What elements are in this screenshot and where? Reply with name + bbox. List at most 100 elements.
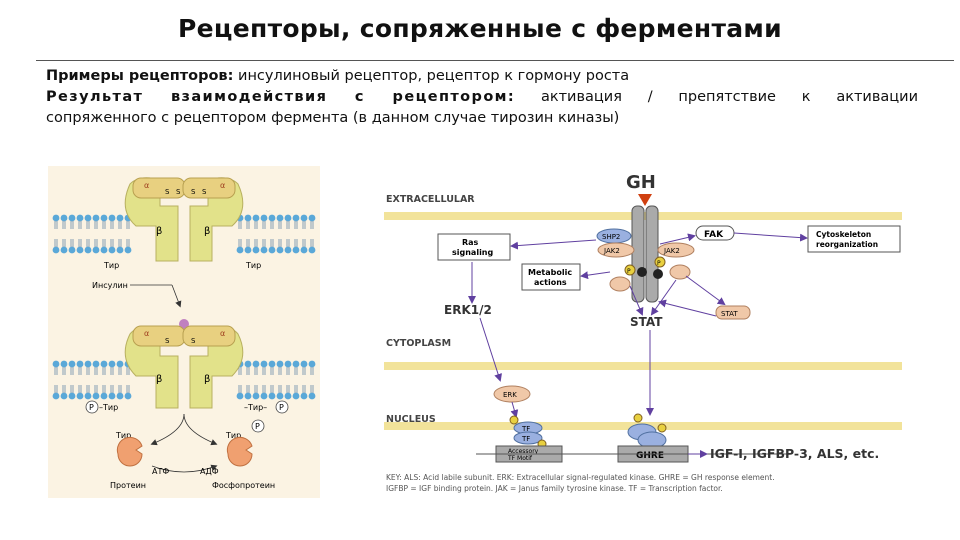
phosphoprotein-label: Фосфопротеин (212, 481, 275, 490)
lipid-head (124, 384, 132, 400)
lipid-head (276, 384, 284, 400)
nucleus-label: NUCLEUS (386, 414, 436, 425)
lipid-head (260, 384, 268, 400)
examples-value: инсулиновый рецептор, рецептор к гормону… (238, 68, 630, 84)
lipid-head (60, 238, 68, 254)
gh-arrow (638, 194, 652, 206)
lipid-head (300, 384, 308, 400)
receptor-inactive: α α S S S S β β Тир Тир (103, 177, 261, 270)
lipid-head (92, 214, 100, 230)
svg-text:β: β (204, 374, 210, 385)
lipid-head (108, 214, 116, 230)
lipid-head (252, 360, 260, 376)
lipid-head (76, 214, 84, 230)
svg-text:GHRE: GHRE (636, 451, 664, 461)
lipid-head (268, 384, 276, 400)
stat-small-node (715, 305, 751, 320)
svg-text:TF: TF (521, 425, 530, 433)
svg-text:Ras: Ras (462, 238, 479, 247)
svg-text:α: α (144, 329, 149, 338)
lipid-head (68, 214, 76, 230)
tyr-label: Тир (103, 261, 119, 270)
output-label: IGF-I, IGFBP-3, ALS, etc. (710, 446, 879, 461)
lipid-head (108, 360, 116, 376)
cytoskeleton-box (807, 225, 901, 253)
lipid-head (52, 384, 60, 400)
membrane-bottom (52, 360, 316, 400)
alpha-label: α (144, 181, 149, 190)
lipid-head (260, 238, 268, 254)
lipid-head (100, 384, 108, 400)
lipid-head (292, 214, 300, 230)
lipid-head (52, 360, 60, 376)
svg-text:α: α (220, 181, 225, 190)
lipid-head (308, 238, 316, 254)
receptor-active: α α S S β β P –Тир –Тир– P (85, 319, 289, 414)
svg-text:S: S (191, 188, 196, 196)
svg-text:actions: actions (534, 278, 567, 287)
lipid-head (92, 238, 100, 254)
lipid-head (300, 238, 308, 254)
lipid-head (292, 238, 300, 254)
lipid-head (276, 214, 284, 230)
lipid-head (252, 384, 260, 400)
svg-text:P: P (255, 422, 260, 431)
protein-label: Протеин (110, 481, 146, 490)
lipid-head (116, 238, 124, 254)
body-text: Примеры рецепторов: инсулиновый рецептор… (46, 66, 918, 129)
lipid-head (60, 360, 68, 376)
lipid-head (52, 214, 60, 230)
result-value-2: сопряженного с рецептором фермента (в да… (46, 110, 620, 126)
lipid-head (252, 238, 260, 254)
lipid-head (244, 238, 252, 254)
extracellular-label: EXTRACELLULAR (386, 194, 475, 205)
gh-signaling-svg: EXTRACELLULAR CYTOPLASM NUCLEUS GH SHP2 … (384, 172, 902, 493)
lipid-head (60, 214, 68, 230)
insulin-molecule (179, 319, 189, 329)
svg-text:S: S (202, 188, 207, 196)
lipid-head (244, 214, 252, 230)
lipid-head (268, 360, 276, 376)
examples-label: Примеры рецепторов: (46, 68, 234, 84)
lipid-head (276, 360, 284, 376)
lipid-head (236, 238, 244, 254)
svg-text:Cytoskeleton: Cytoskeleton (816, 230, 871, 239)
lipid-head (308, 360, 316, 376)
lipid-head (84, 360, 92, 376)
key-line-2: IGFBP = IGF binding protein. JAK = Janus… (386, 484, 723, 493)
svg-text:P: P (89, 403, 94, 412)
lipid-head (252, 214, 260, 230)
beta-label: β (156, 226, 162, 237)
key-line-1: KEY: ALS: Acid labile subunit. ERK: Extr… (386, 473, 775, 482)
svg-text:α: α (220, 329, 225, 338)
result-label: Результат взаимодействия с рецептором: (46, 89, 516, 105)
lipid-head (100, 238, 108, 254)
svg-text:β: β (204, 226, 210, 237)
lipid-head (308, 214, 316, 230)
lipid-head (268, 214, 276, 230)
lipid-head (108, 238, 116, 254)
lipid-head (68, 238, 76, 254)
lipid-head (84, 238, 92, 254)
lipid-head (300, 214, 308, 230)
svg-text:S: S (176, 188, 181, 196)
lipid-head (244, 360, 252, 376)
lipid-head (84, 384, 92, 400)
lipid-head (268, 238, 276, 254)
result-line-1: Результат взаимодействия с рецептором: а… (46, 87, 918, 108)
lipid-head (68, 384, 76, 400)
title-divider (36, 60, 954, 61)
lipid-head (236, 384, 244, 400)
page-title: Рецепторы, сопряженные с ферментами (178, 14, 782, 43)
phosphoprotein-shape (226, 436, 253, 467)
insulin-receptor-diagram: α α S S S S β β Тир Тир Инсулин α α S S … (48, 166, 320, 498)
lipid-head (308, 384, 316, 400)
protein-shape (116, 436, 143, 467)
jak2-right-label: JAK2 (663, 247, 680, 255)
membrane-top (52, 214, 316, 254)
lipid-head (292, 360, 300, 376)
lipid-head (92, 384, 100, 400)
lipid-head (52, 238, 60, 254)
lipid-head (284, 384, 292, 400)
lipid-head (116, 214, 124, 230)
